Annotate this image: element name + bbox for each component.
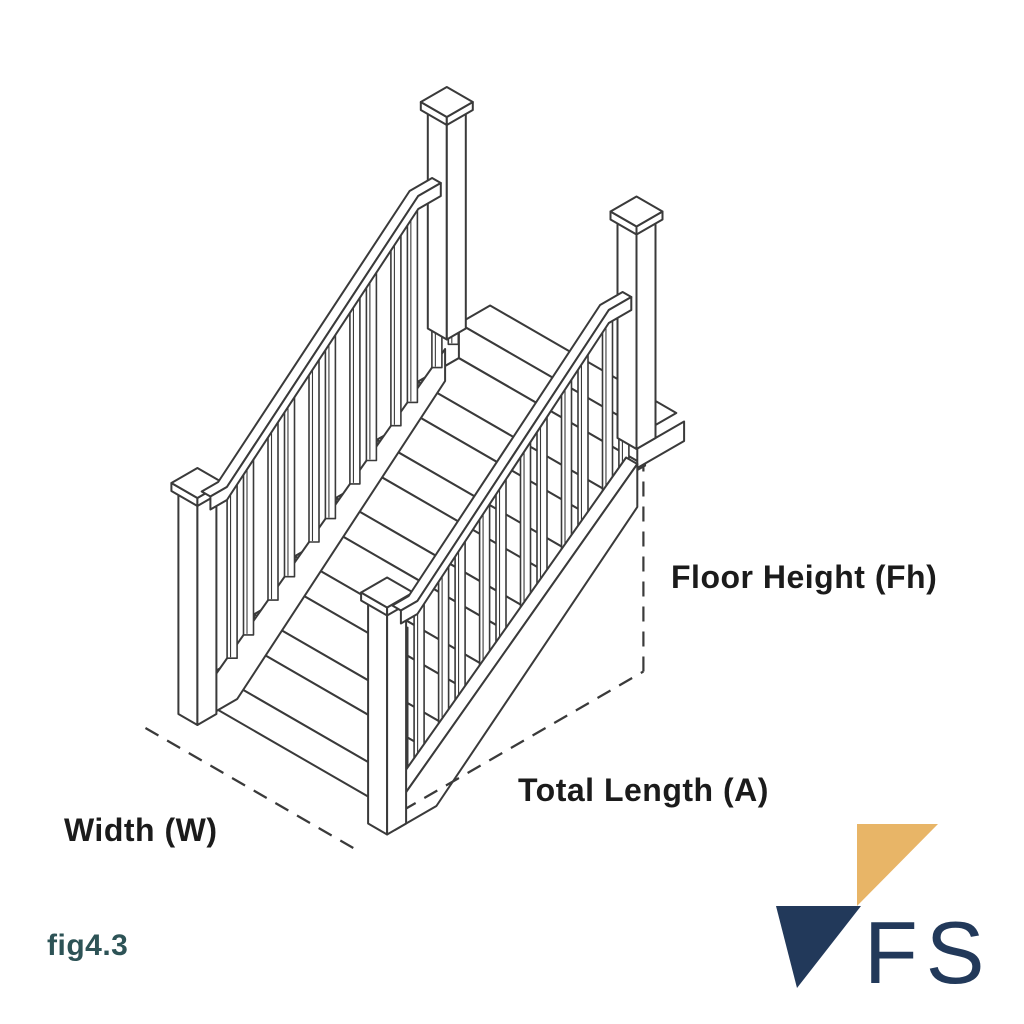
right-newel-posts <box>360 195 664 836</box>
logo-gold-triangle-icon <box>857 824 938 906</box>
floor-height-label: Floor Height (Fh) <box>671 559 938 595</box>
dimension-lines <box>144 466 645 854</box>
figure-caption: fig4.3 <box>47 929 129 962</box>
left-handrail <box>200 177 442 511</box>
left-newel-posts <box>170 86 474 726</box>
brand-logo: FS <box>776 824 992 1002</box>
right-handrail <box>391 291 633 625</box>
right-stringer <box>382 420 686 831</box>
total-length-label: Total Length (A) <box>518 772 769 808</box>
width-label: Width (W) <box>64 812 218 848</box>
logo-navy-triangle-icon <box>776 906 861 988</box>
logo-text: FS <box>864 903 992 1002</box>
